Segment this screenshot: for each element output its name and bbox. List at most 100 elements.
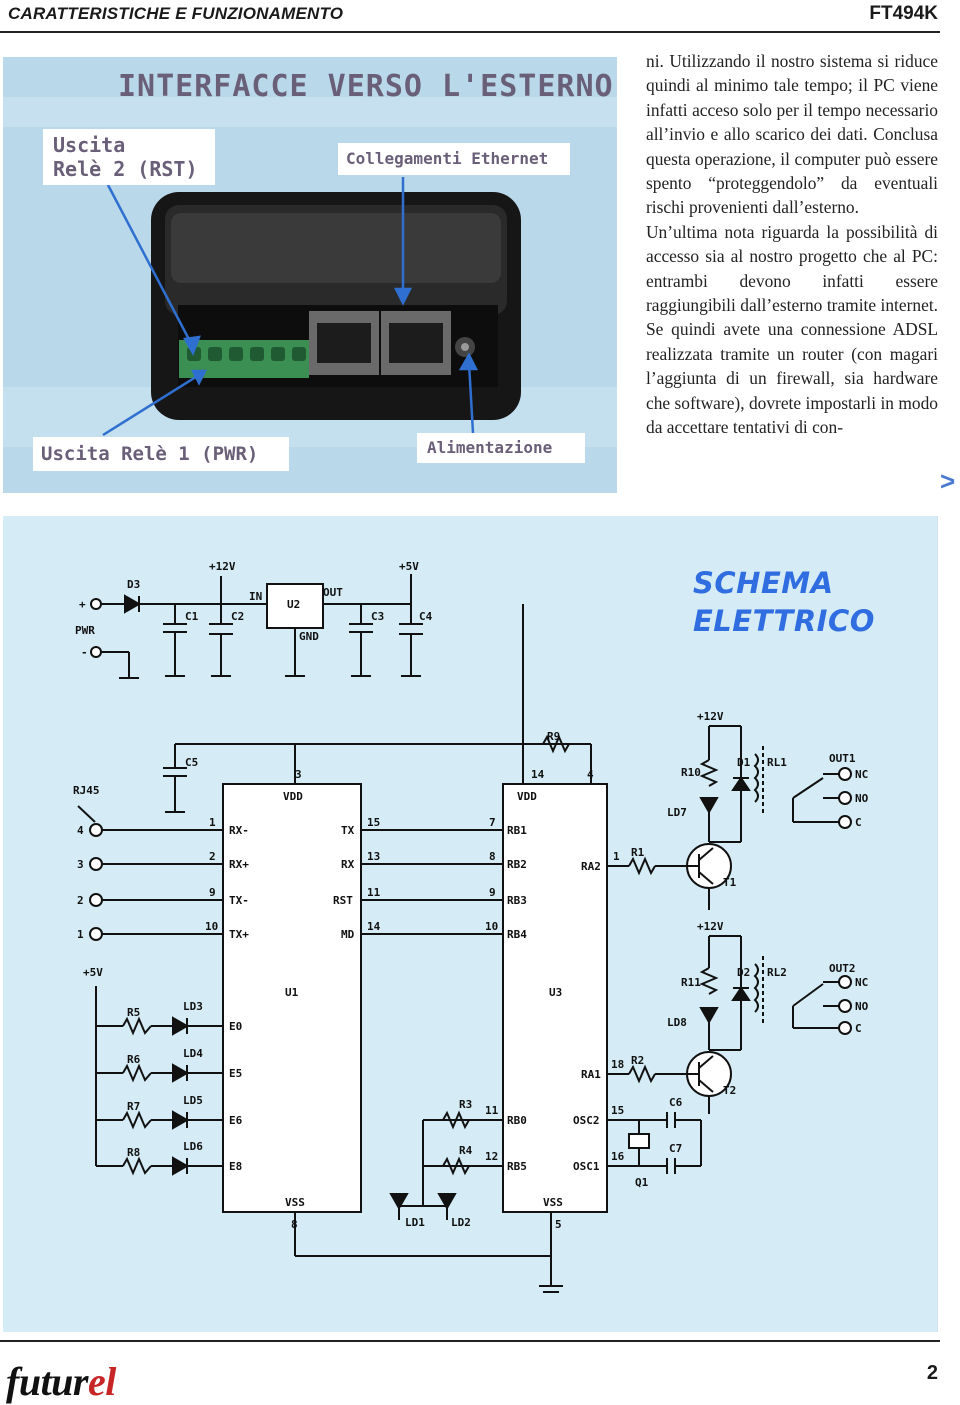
u3-pin10: 10 (485, 920, 498, 933)
u1-vss: VSS (285, 1196, 305, 1209)
u1-md: MD (341, 928, 355, 941)
article-text: ni. Utilizzando il nostro sistema si rid… (646, 49, 938, 440)
u3-vdd: VDD (517, 790, 537, 803)
ld1-label: LD1 (405, 1216, 425, 1229)
relay1-c: C (855, 816, 862, 829)
u3-vss: VSS (543, 1196, 563, 1209)
label-relay2-line2: Relè 2 (RST) (53, 157, 198, 181)
u1-chip (77, 743, 523, 1256)
power-plus-label: + (79, 598, 86, 611)
paragraph-2: Un’ultima nota riguarda la possibilità d… (646, 221, 938, 438)
ld2-label: LD2 (451, 1216, 471, 1229)
schematic-diagram: + PWR - D3 C1 C2 +12V IN U2 OUT GND +5V … (73, 560, 869, 1293)
u1-pin8: 8 (291, 1218, 298, 1231)
r7-label: R7 (127, 1100, 140, 1113)
u1-vdd: VDD (283, 790, 303, 803)
u1-rx: RX (341, 858, 355, 871)
u3-rb0: RB0 (507, 1114, 527, 1127)
u3-pin14: 14 (531, 768, 545, 781)
c3-label: C3 (371, 610, 384, 623)
rj45-pin4: 4 (77, 824, 84, 837)
power-pwr-label: PWR (75, 624, 95, 637)
u2-in-label: IN (249, 590, 262, 603)
section-title: CARATTERISTICHE E FUNZIONAMENTO (8, 4, 344, 23)
u1-pin9: 9 (209, 886, 216, 899)
power-minus-label: - (81, 646, 88, 659)
v5-label: +5V (399, 560, 419, 573)
logo-part-b: el (88, 1359, 116, 1404)
u1-pin15: 15 (367, 816, 380, 829)
u3-rb1: RB1 (507, 824, 527, 837)
label-power-supply: Alimentazione (417, 433, 585, 463)
u3-pin15: 15 (611, 1104, 624, 1117)
r4-label: R4 (459, 1144, 473, 1157)
relay2-c: C (855, 1022, 862, 1035)
r9-label: R9 (547, 730, 560, 743)
u3-rb4: RB4 (507, 928, 527, 941)
u3-pin9: 9 (489, 886, 496, 899)
u2-gnd-label: GND (299, 630, 319, 643)
u3-osc1: OSC1 (573, 1160, 600, 1173)
out2-label: OUT2 (829, 962, 856, 975)
r10-label: R10 (681, 766, 701, 779)
rj45-pin1: 1 (77, 928, 84, 941)
footer-divider (0, 1340, 940, 1342)
relay1-v12: +12V (697, 710, 724, 723)
label-relay2-line1: Uscita (53, 133, 126, 157)
c1-label: C1 (185, 610, 199, 623)
schematic-title-line2: ELETTRICO (693, 604, 875, 638)
u1-pin2: 2 (209, 850, 216, 863)
u2-out-label: OUT (323, 586, 343, 599)
power-section (90, 574, 524, 744)
relay-section (683, 725, 852, 1114)
product-code: FT494K (869, 3, 938, 24)
ld6-label: LD6 (183, 1140, 203, 1153)
relay1-no: NO (855, 792, 869, 805)
label-relay1-output: Uscita Relè 1 (PWR) (33, 437, 289, 471)
u3-pin12: 12 (485, 1150, 498, 1163)
u3-pin16: 16 (611, 1150, 625, 1163)
u3-rb5: RB5 (507, 1160, 527, 1173)
u1-pin10: 10 (205, 920, 218, 933)
u1-e8: E8 (229, 1160, 242, 1173)
u1-pin14: 14 (367, 920, 381, 933)
u1-e6: E6 (229, 1114, 243, 1127)
u3-pin4: 4 (587, 768, 594, 781)
t2-label: T2 (723, 1084, 736, 1097)
u1-pin11: 11 (367, 886, 381, 899)
u3-pin1: 1 (613, 850, 620, 863)
page-header: CARATTERISTICHE E FUNZIONAMENTO FT494K (0, 0, 960, 33)
r1-label: R1 (631, 846, 645, 859)
photo-title: INTERFACCE VERSO L'ESTERNO (118, 69, 614, 104)
rl2-label: RL2 (767, 966, 787, 979)
relay2-no: NO (855, 1000, 869, 1013)
u3-ra1: RA1 (581, 1068, 601, 1081)
ld4-label: LD4 (183, 1047, 203, 1060)
u1-rst: RST (333, 894, 353, 907)
c7-label: C7 (669, 1142, 682, 1155)
c6-label: C6 (669, 1096, 683, 1109)
r8-label: R8 (127, 1146, 140, 1159)
t1-label: T1 (723, 876, 737, 889)
v5-led-label: +5V (83, 966, 103, 979)
v12-label: +12V (209, 560, 236, 573)
continue-arrow-icon: > (940, 466, 956, 496)
q1-label: Q1 (635, 1176, 649, 1189)
futurel-logo: futurel (6, 1358, 116, 1405)
ld7-label: LD7 (667, 806, 687, 819)
u3-rb3: RB3 (507, 894, 527, 907)
u1-tx: TX (341, 824, 355, 837)
u3-pin11: 11 (485, 1104, 499, 1117)
u1-txp: TX+ (229, 928, 249, 941)
paragraph-1: ni. Utilizzando il nostro sistema si rid… (646, 51, 938, 218)
rj45-pin2: 2 (77, 894, 84, 907)
u3-ra2: RA2 (581, 860, 601, 873)
c2-label: C2 (231, 610, 244, 623)
schematic-title-line1: SCHEMA (693, 566, 834, 600)
device-photo: INTERFACCE VERSO L'ESTERNO Uscita Relè 2… (3, 57, 617, 493)
out1-label: OUT1 (829, 752, 856, 765)
relay2-v12: +12V (697, 920, 724, 933)
label-relay2-output: Uscita Relè 2 (RST) (43, 129, 215, 185)
ld5-label: LD5 (183, 1094, 203, 1107)
logo-part-a: futur (6, 1359, 89, 1404)
